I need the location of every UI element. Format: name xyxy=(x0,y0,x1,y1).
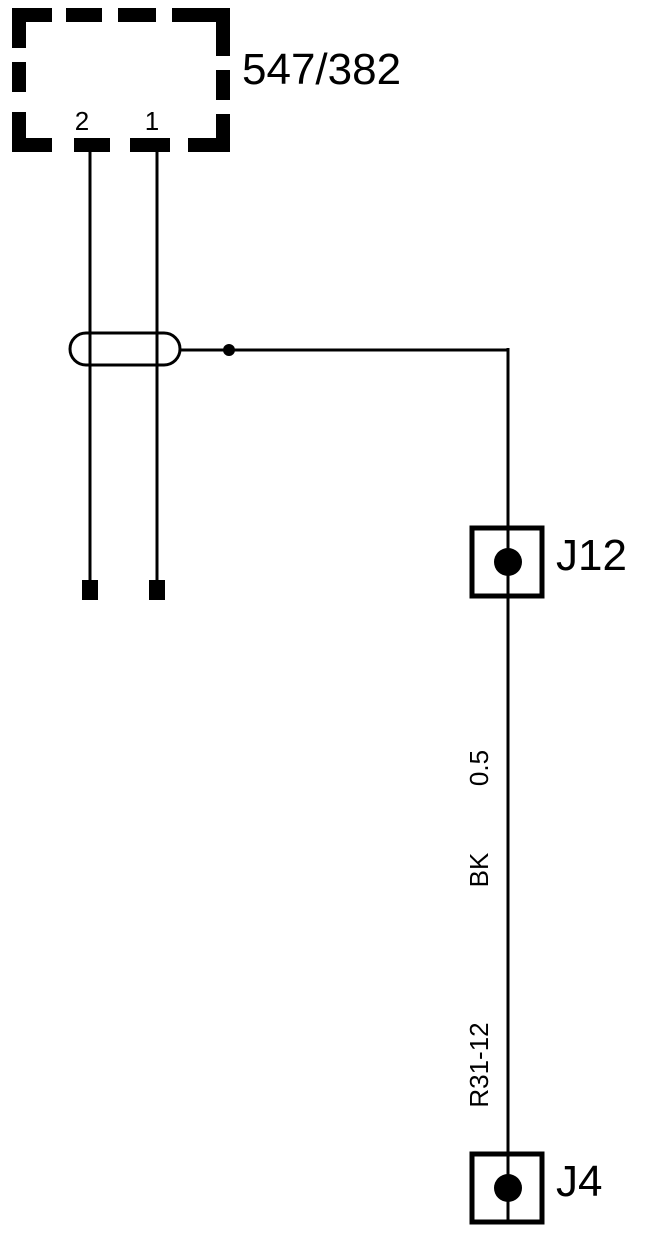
pin-2-terminal xyxy=(82,580,98,600)
pin-1-terminal xyxy=(149,580,165,600)
component-outline-dash xyxy=(74,138,110,152)
connector-j12 xyxy=(469,525,545,599)
component-outline-dash xyxy=(12,138,52,152)
component-outline-dash xyxy=(216,70,230,100)
pin-wires xyxy=(88,152,159,582)
drain-wire xyxy=(180,348,510,1222)
component-outline-dash xyxy=(66,8,102,22)
component-outline-dash xyxy=(216,8,230,56)
connector-j12-pin xyxy=(494,548,522,576)
wire-color-label: BK xyxy=(464,852,494,887)
component-outline-dash xyxy=(12,8,52,22)
connector-j12-box xyxy=(469,525,545,599)
wire-circuit-label: R31-12 xyxy=(464,1022,494,1107)
connector-j4-box xyxy=(469,1151,545,1225)
component-outline-dash xyxy=(172,8,228,22)
component-outline-dash xyxy=(12,62,26,92)
component-label: 547/382 xyxy=(242,45,401,94)
connector-j4 xyxy=(469,1151,545,1225)
wire-size-label: 0.5 xyxy=(464,750,494,786)
component-outline-dash xyxy=(188,138,230,152)
connector-j4-pin xyxy=(494,1174,522,1202)
splice-dot xyxy=(223,344,235,356)
component-547-382 xyxy=(12,8,230,152)
pin-number-2: 2 xyxy=(75,106,89,136)
shield-loop xyxy=(68,331,182,367)
component-outline-dash xyxy=(118,8,156,22)
connector-j12-label: J12 xyxy=(556,531,627,580)
pin-number-1: 1 xyxy=(145,106,159,136)
connector-j4-label: J4 xyxy=(556,1157,602,1206)
component-outline-dash xyxy=(130,138,170,152)
